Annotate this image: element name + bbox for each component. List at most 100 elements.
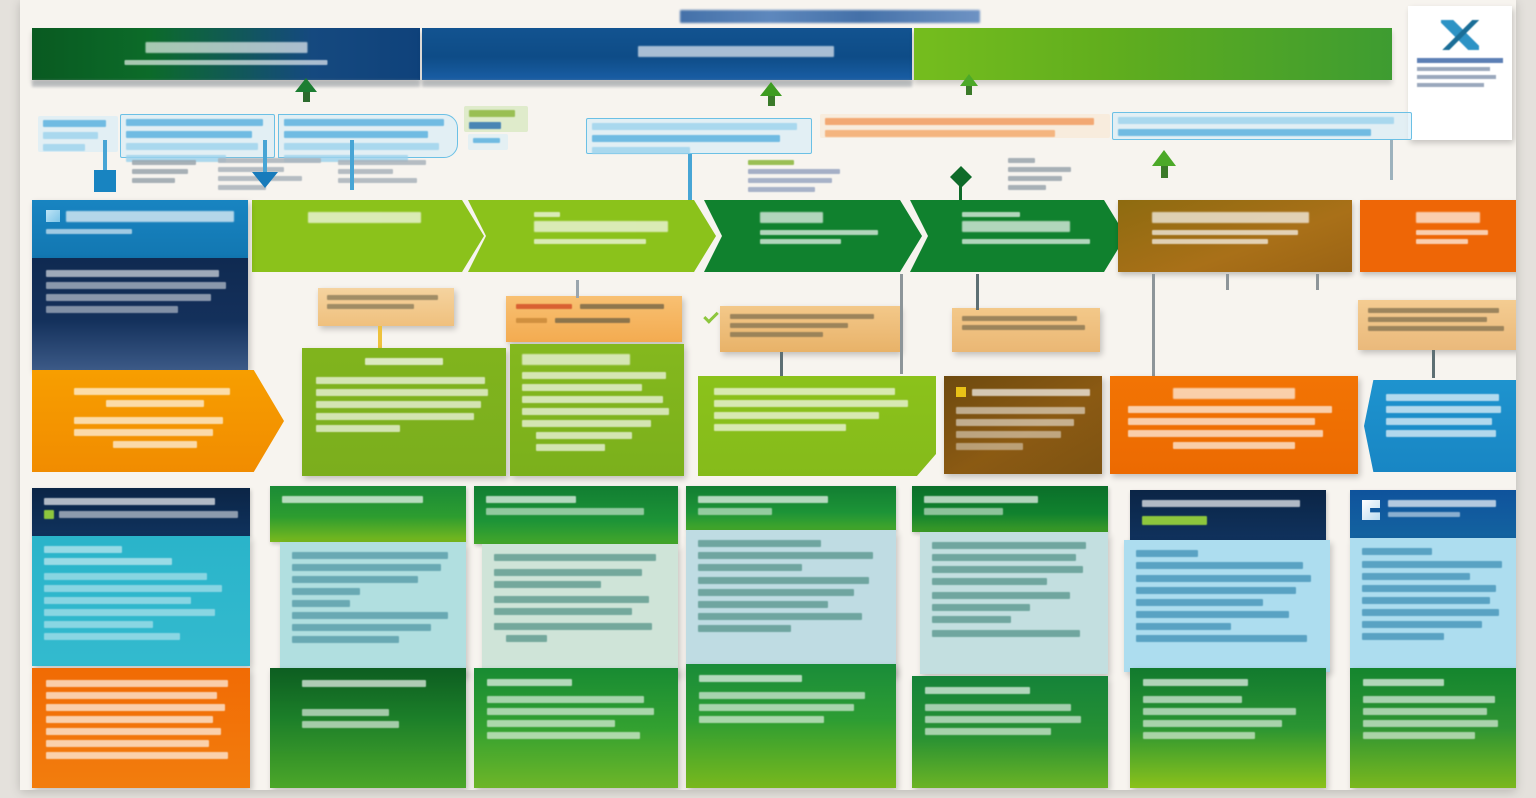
arrow-card-line <box>112 441 198 448</box>
tree-trunk <box>1161 166 1168 178</box>
body-line <box>292 624 432 631</box>
callout-1[interactable] <box>318 288 454 326</box>
callout-4[interactable] <box>952 308 1100 352</box>
banner-2-text: MATERIALITY <box>637 46 834 64</box>
callout-stem <box>378 326 382 350</box>
process-step-sub: Data & Disclosure <box>962 221 1070 232</box>
grid-card-stakeholders[interactable]: Stakeholders <box>1350 490 1516 670</box>
bottom-card-roadmap[interactable]: Roadmap <box>1130 668 1326 788</box>
body-line <box>932 578 1047 585</box>
callout-2[interactable] <box>506 296 682 342</box>
connector-box-3[interactable] <box>278 114 458 162</box>
mid-panel-social-effectiveness[interactable]: Social Effectiveness <box>1110 376 1358 474</box>
mid-panel-line <box>522 372 666 379</box>
connector-box-5[interactable] <box>586 118 812 154</box>
callout-3[interactable] <box>720 306 900 352</box>
left-arrow-card[interactable] <box>32 370 284 472</box>
connector-box-4[interactable] <box>464 106 528 132</box>
connector-box-7[interactable] <box>1112 112 1412 140</box>
grid-card-title: Human Rights <box>924 496 1038 503</box>
process-step-stakeholder-engagement[interactable]: Stakeholder Engagement <box>468 200 716 272</box>
banner-green[interactable] <box>914 28 1392 80</box>
body-line <box>1136 623 1231 630</box>
body-line <box>292 576 419 583</box>
connector-stem <box>263 140 267 176</box>
connector-box-4b[interactable] <box>468 134 508 150</box>
note-line <box>1008 176 1063 181</box>
grid-card-governance[interactable]: Governance Framework <box>32 488 250 666</box>
arrow-card-line <box>74 388 230 395</box>
grid-card-subtitle <box>1388 512 1460 517</box>
connector-box-2[interactable] <box>120 114 275 162</box>
doc-title-line: Annual Report <box>1417 58 1503 63</box>
body-line <box>494 581 601 588</box>
body-line <box>292 564 442 571</box>
left-body-card[interactable] <box>32 258 248 370</box>
bottom-line <box>487 708 655 715</box>
process-step-sub <box>1416 230 1489 235</box>
mid-panel-line <box>956 431 1061 438</box>
body-line <box>506 635 548 642</box>
process-step-label: Assurance <box>1416 212 1480 223</box>
callout-5[interactable] <box>1358 300 1516 350</box>
bottom-line <box>925 704 1072 711</box>
mid-panel-line <box>316 413 475 420</box>
mid-panel-6[interactable] <box>1364 380 1516 472</box>
process-step-sub <box>1416 239 1468 244</box>
body-line <box>44 621 153 628</box>
bottom-title: Disclosure <box>1363 679 1444 686</box>
connector-line <box>825 118 1094 125</box>
grid-stem <box>1316 274 1319 290</box>
body-line <box>1136 611 1289 618</box>
grid-card-header: Resources <box>474 486 678 544</box>
mid-panel-approach[interactable]: Approach <box>302 348 506 476</box>
grid-card-title: Resources <box>486 496 576 503</box>
body-line <box>698 601 829 608</box>
process-step-reporting[interactable]: Reporting & Communications <box>1118 200 1352 272</box>
process-step-assurance[interactable]: Assurance <box>1360 200 1516 272</box>
grid-card-resources[interactable]: Resources <box>474 486 678 676</box>
process-step-label: Materiality <box>308 212 421 223</box>
banner-sustainability-strategy[interactable]: SUSTAINABILITY STRATEGY Governance & Ove… <box>32 28 420 80</box>
mid-panel-3[interactable] <box>698 376 936 476</box>
mid-panel-line <box>536 432 632 439</box>
grid-card-human-rights[interactable]: Human Rights <box>912 486 1108 674</box>
body-line <box>698 577 870 584</box>
banner-materiality[interactable]: MATERIALITY <box>422 28 912 80</box>
connector-box-6[interactable] <box>820 114 1110 138</box>
tree-icon <box>1152 150 1176 166</box>
bottom-card-disclosure[interactable]: Disclosure <box>1350 668 1516 788</box>
bottom-card-assurance[interactable]: Assurance <box>912 676 1108 788</box>
note-box-1[interactable] <box>748 160 844 196</box>
callout-line <box>555 318 631 323</box>
connector-stem <box>1390 140 1393 180</box>
banner-2-label: MATERIALITY <box>637 46 834 57</box>
grid-card-circular-economy[interactable]: Circular Economy <box>686 486 896 676</box>
grid-card-social-performance[interactable]: Social Performance <box>1124 490 1330 672</box>
process-step-performance[interactable]: Performance Data & Disclosure <box>910 200 1126 272</box>
doc-body-line <box>1417 67 1491 71</box>
grid-card-climate[interactable]: Climate Strategy <box>270 486 466 676</box>
process-step-materiality[interactable]: Materiality <box>252 200 484 272</box>
process-step-targets[interactable]: Targets Science Based Targets <box>704 200 922 272</box>
connector-line <box>473 138 500 143</box>
note-box-2[interactable] <box>1008 158 1076 194</box>
mid-panel-focus-areas[interactable]: Key Focus Areas <box>510 344 684 476</box>
mid-panel-materiality[interactable]: Materiality <box>944 376 1102 474</box>
bottom-card-reporting[interactable]: Reporting <box>686 664 896 788</box>
bottom-card-next-steps[interactable]: Next Steps <box>270 668 466 788</box>
mid-panel-heading: Approach <box>365 358 443 365</box>
report-thumbnail[interactable]: Annual Report <box>1408 6 1512 140</box>
left-header-card[interactable]: Sustainability Governance Board Oversigh… <box>32 200 248 258</box>
mid-panel-line <box>714 412 879 419</box>
arrow-card-line <box>74 417 224 424</box>
grid-card-title: Circular Economy <box>698 496 829 503</box>
mid-panel-line <box>522 408 669 415</box>
tree-trunk <box>768 96 775 106</box>
mid-panel-line <box>316 377 485 384</box>
bottom-card-targets[interactable]: Targets <box>474 668 678 788</box>
grid-card-header: Climate Strategy <box>270 486 466 542</box>
bottom-card-1[interactable] <box>32 668 250 788</box>
body-line <box>698 589 855 596</box>
bottom-line <box>1363 720 1499 727</box>
